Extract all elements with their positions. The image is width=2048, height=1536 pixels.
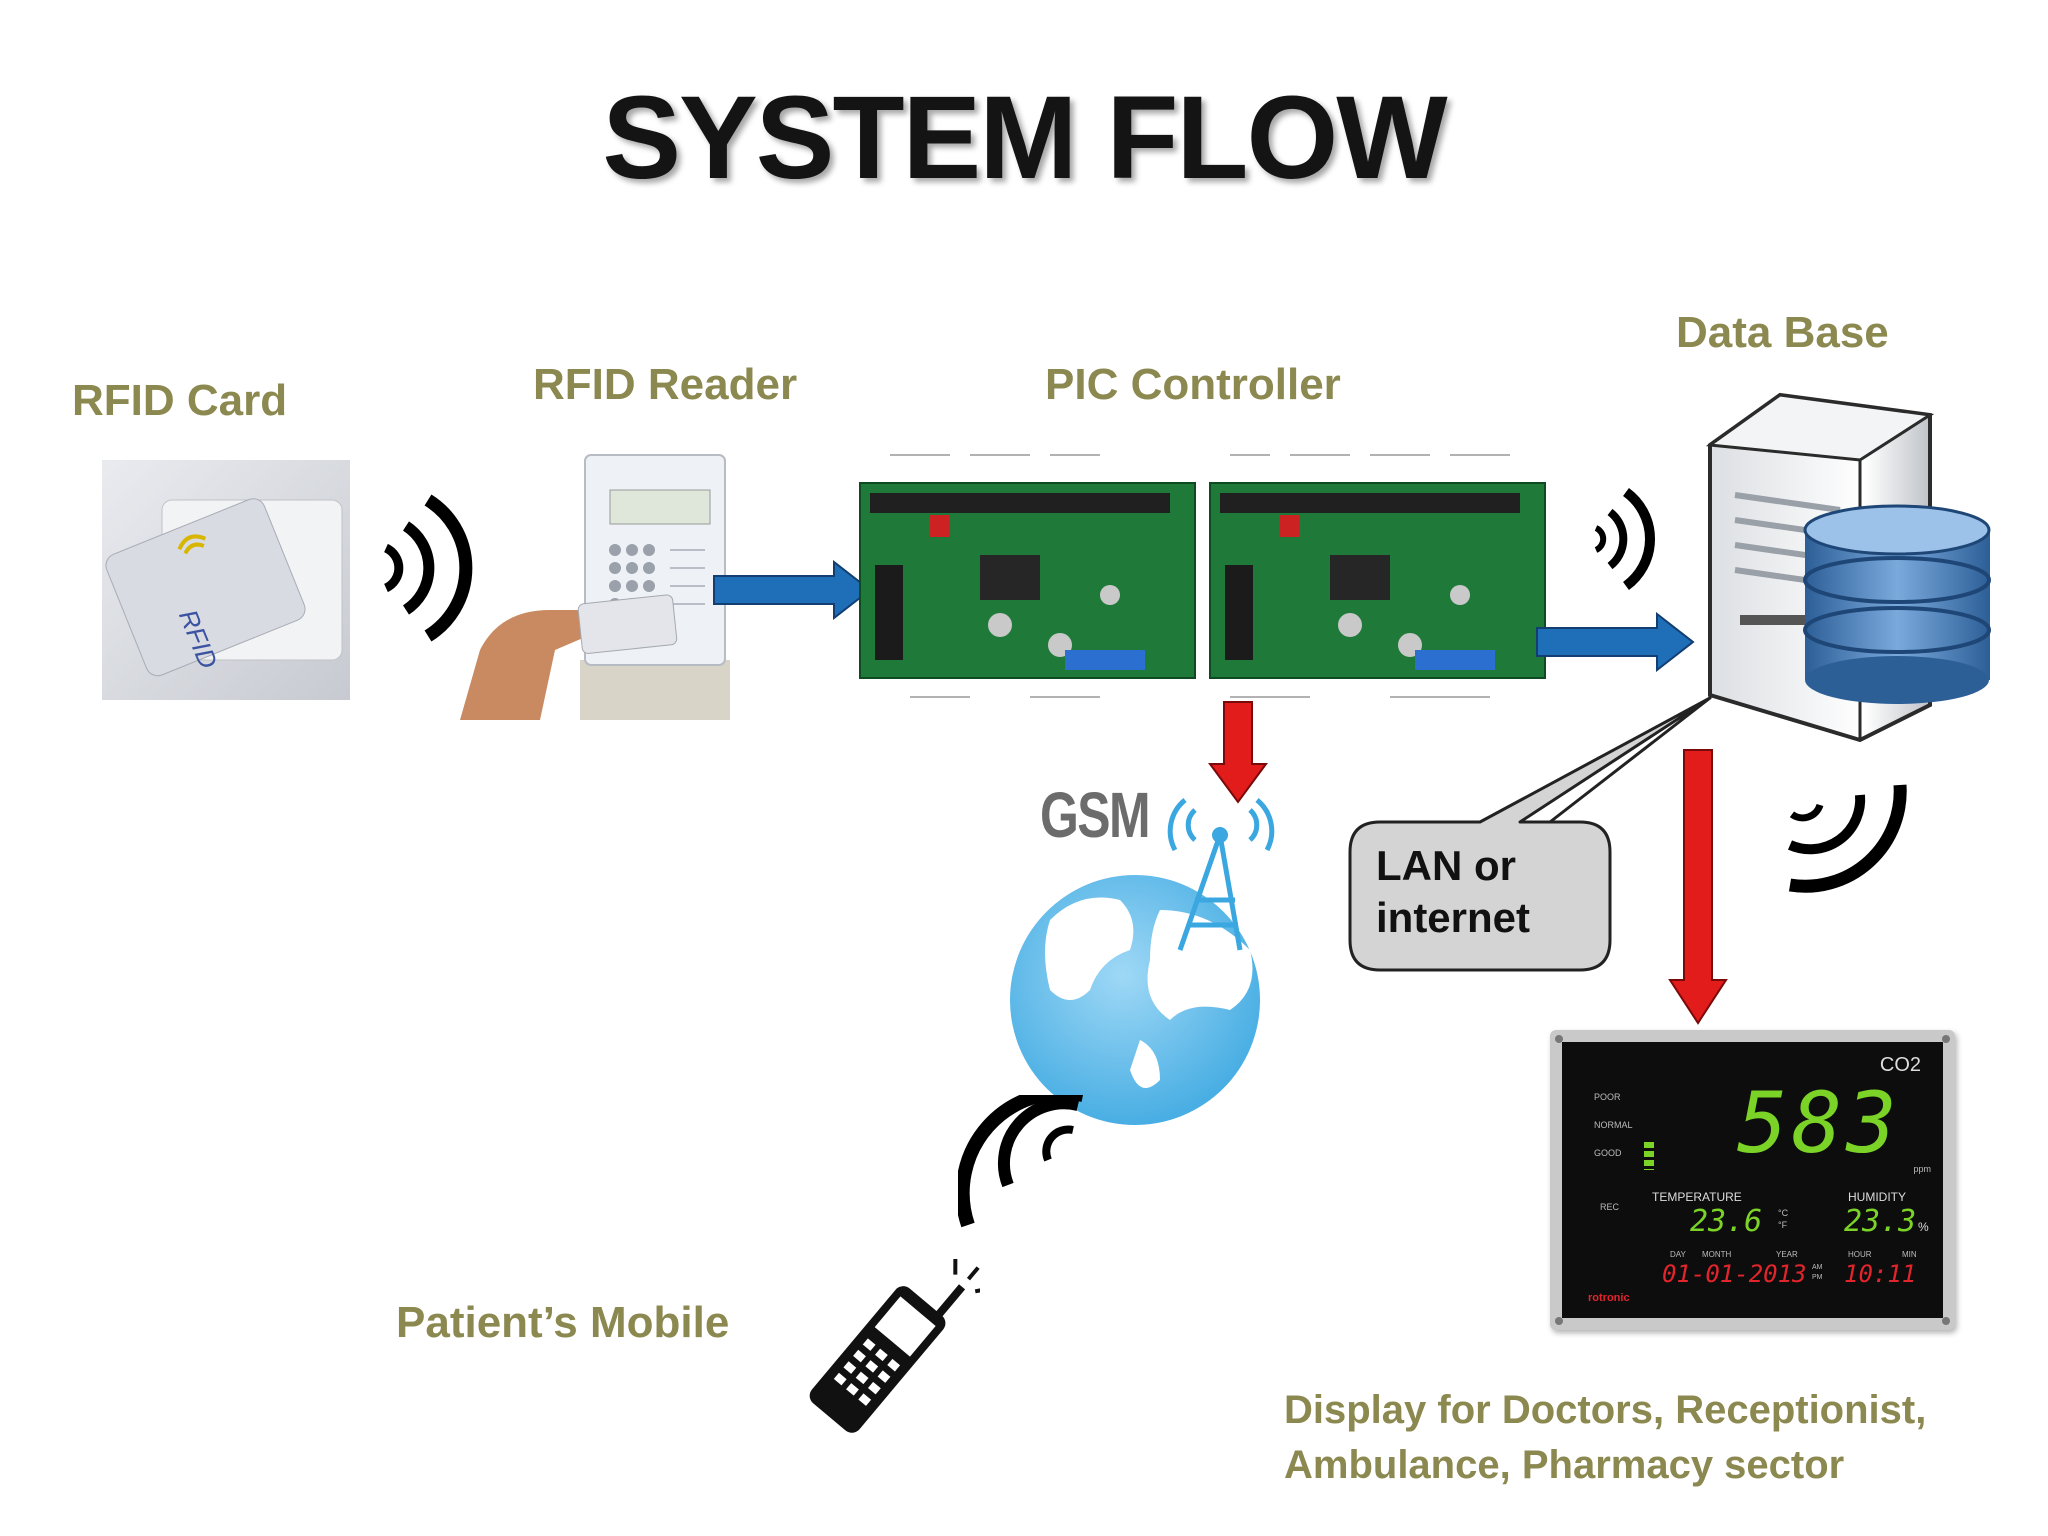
time-label-min: MIN	[1902, 1250, 1917, 1259]
screw-icon	[1555, 1035, 1563, 1043]
date-label-year: YEAR	[1776, 1250, 1798, 1259]
humidity-value: 23.3	[1844, 1204, 1917, 1239]
gsm-label: GSM	[1040, 779, 1151, 851]
time-value: 10:11	[1844, 1260, 1917, 1288]
wifi-signal-icon	[1594, 487, 1656, 591]
wifi-signal-icon	[958, 1095, 1083, 1228]
display-caption-line-1: Display for Doctors, Receptionist,	[1284, 1388, 1927, 1432]
antenna-tower-icon	[1167, 798, 1275, 951]
database-cylinder-icon	[1803, 504, 1991, 704]
date-label-day: DAY	[1670, 1250, 1686, 1259]
arrow-reader-to-pic	[713, 560, 872, 620]
rfid-reader-label: RFID Reader	[533, 360, 798, 409]
server-icon	[1705, 392, 1991, 743]
co2-unit: ppm	[1913, 1164, 1931, 1174]
wifi-signal-icon	[1787, 784, 1907, 893]
co2-reading: 583	[1737, 1074, 1901, 1172]
level-indicator	[1644, 1142, 1654, 1170]
pic-board-left	[859, 482, 1196, 679]
date-label-month: MONTH	[1702, 1250, 1732, 1259]
rfid-card-image: RFID	[102, 460, 350, 700]
lan-callout-bubble	[1348, 696, 1712, 972]
humidity-unit: %	[1918, 1220, 1929, 1234]
display-screen: CO2 POOR NORMAL GOOD 583 ppm REC TEMPERA…	[1562, 1042, 1943, 1318]
display-caption-line-2: Ambulance, Pharmacy sector	[1284, 1443, 1845, 1487]
pic-controller-label: PIC Controller	[1045, 360, 1341, 409]
screw-icon	[1942, 1317, 1950, 1325]
circuit-board-icon	[859, 454, 1546, 698]
globe-icon	[1010, 798, 1275, 1125]
mobile-phone-icon	[809, 1258, 980, 1433]
display-gas-label: CO2	[1879, 1054, 1921, 1076]
temperature-unit-c: °C	[1778, 1208, 1789, 1218]
date-value: 01-01-2013	[1662, 1260, 1807, 1288]
arrow-pic-to-database	[1536, 612, 1695, 672]
co2-display-panel: CO2 POOR NORMAL GOOD 583 ppm REC TEMPERA…	[1550, 1030, 1955, 1330]
time-label-hour: HOUR	[1848, 1250, 1872, 1259]
lan-callout-line-1: LAN or	[1376, 842, 1516, 889]
humidity-label: HUMIDITY	[1848, 1190, 1906, 1204]
patient-mobile-label: Patient’s Mobile	[396, 1298, 730, 1347]
wifi-signal-icon	[383, 494, 473, 642]
temperature-label: TEMPERATURE	[1652, 1190, 1742, 1204]
screw-icon	[1942, 1035, 1950, 1043]
brand-label: rotronic	[1588, 1292, 1630, 1304]
database-label: Data Base	[1676, 308, 1889, 357]
page-title: SYSTEM FLOW	[602, 72, 1447, 204]
level-good: GOOD	[1594, 1148, 1622, 1158]
temperature-value: 23.6	[1690, 1204, 1763, 1239]
lan-callout-text: LAN or internet	[1376, 840, 1530, 944]
rfid-reader-image	[460, 450, 730, 720]
pic-board-right	[1209, 482, 1546, 679]
ampm-am: AM	[1812, 1264, 1823, 1271]
temperature-unit-f: °F	[1778, 1220, 1788, 1230]
level-normal: NORMAL	[1594, 1120, 1633, 1130]
lan-callout-line-2: internet	[1376, 894, 1531, 941]
arrow-database-to-display	[1668, 749, 1728, 1025]
ampm-pm: PM	[1812, 1274, 1823, 1281]
arrow-pic-to-gsm	[1208, 701, 1268, 804]
screw-icon	[1555, 1317, 1563, 1325]
level-poor: POOR	[1594, 1092, 1621, 1102]
rfid-card-label: RFID Card	[72, 376, 288, 425]
display-caption: Display for Doctors, Receptionist, Ambul…	[1284, 1383, 2024, 1493]
rec-label: REC	[1600, 1202, 1620, 1212]
